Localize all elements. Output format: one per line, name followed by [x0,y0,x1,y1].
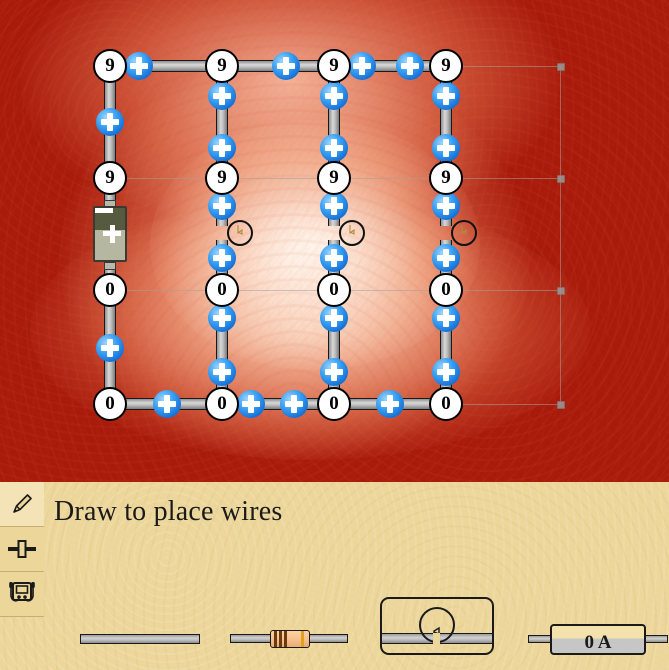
filament-icon [349,225,355,235]
voltage-node[interactable]: 0 [93,387,127,421]
junction-marker[interactable] [208,358,236,386]
component-wire[interactable] [80,632,200,646]
selection-handle[interactable] [557,287,565,295]
junction-marker[interactable] [348,52,376,80]
voltage-node[interactable]: 9 [429,161,463,195]
junction-marker[interactable] [432,244,460,272]
voltage-node[interactable]: 0 [429,387,463,421]
sidebar-item-meter[interactable] [0,572,44,617]
voltage-node[interactable]: 0 [205,273,239,307]
voltage-node[interactable]: 9 [93,49,127,83]
wire-icon [80,634,200,644]
voltage-node[interactable]: 9 [317,49,351,83]
page-title: Draw to place wires [54,496,283,527]
battery[interactable] [93,200,127,270]
component-icon [8,540,36,558]
junction-marker[interactable] [432,192,460,220]
junction-marker[interactable] [208,134,236,162]
junction-marker[interactable] [320,82,348,110]
junction-marker[interactable] [396,52,424,80]
junction-marker[interactable] [432,82,460,110]
voltage-node[interactable]: 9 [205,161,239,195]
junction-marker[interactable] [280,390,308,418]
resistor-band [284,631,287,647]
sidebar-item-component[interactable] [0,527,44,572]
resistor-band [301,631,304,647]
resistor-band [274,631,277,647]
voltage-node[interactable]: 9 [93,161,127,195]
battery-body [93,206,127,262]
junction-marker[interactable] [320,244,348,272]
tool-sidebar [0,482,44,627]
junction-marker[interactable] [125,52,153,80]
light-bulb-icon[interactable] [451,220,477,246]
bulb-base-gap [433,633,440,645]
junction-marker[interactable] [320,304,348,332]
junction-marker[interactable] [432,358,460,386]
filament-icon [237,225,243,235]
voltage-node[interactable]: 9 [317,161,351,195]
junction-marker[interactable] [237,390,265,418]
voltage-node[interactable]: 9 [429,49,463,83]
junction-marker[interactable] [96,108,124,136]
junction-marker[interactable] [432,134,460,162]
selection-handle[interactable] [557,175,565,183]
voltage-node[interactable]: 0 [429,273,463,307]
junction-marker[interactable] [153,390,181,418]
resistor-band [279,631,282,647]
junction-marker[interactable] [208,304,236,332]
ammeter-reading: 0 A [584,631,612,653]
light-bulb-icon [380,597,494,655]
sidebar-item-pencil[interactable] [0,482,44,527]
component-ammeter[interactable]: 0 A [528,622,668,656]
voltage-node[interactable]: 0 [205,387,239,421]
battery-plus-icon [109,224,115,243]
light-bulb-icon[interactable] [227,220,253,246]
resistor-lead-icon [230,634,274,643]
voltage-node[interactable]: 0 [317,387,351,421]
selection-handle[interactable] [557,63,565,71]
junction-marker[interactable] [432,304,460,332]
junction-marker[interactable] [96,334,124,362]
bulb-glow [150,120,480,370]
junction-marker[interactable] [208,82,236,110]
component-resistor[interactable] [230,627,348,651]
battery-terminal-bottom [104,262,116,270]
junction-marker[interactable] [320,192,348,220]
junction-marker[interactable] [320,134,348,162]
junction-marker[interactable] [320,358,348,386]
component-light-bulb[interactable] [380,597,494,655]
resistor-icon [270,630,310,648]
filament-icon [461,225,467,235]
control-panel: Draw to place wires [0,482,669,670]
voltage-node[interactable]: 0 [93,273,127,307]
selection-handle[interactable] [557,401,565,409]
voltage-node[interactable]: 9 [205,49,239,83]
battery-minus-icon [95,208,113,213]
circuit-canvas[interactable]: 9 9 9 9 9 9 9 9 0 0 0 0 0 0 0 0 [0,0,669,482]
selection-line [560,66,561,404]
junction-marker[interactable] [272,52,300,80]
junction-marker[interactable] [208,244,236,272]
multimeter-icon [9,582,35,602]
pencil-icon [13,494,32,513]
junction-marker[interactable] [376,390,404,418]
voltage-node[interactable]: 0 [317,273,351,307]
ammeter-icon: 0 A [550,624,646,655]
junction-marker[interactable] [208,192,236,220]
light-bulb-icon[interactable] [339,220,365,246]
resistor-lead-icon [306,634,348,643]
